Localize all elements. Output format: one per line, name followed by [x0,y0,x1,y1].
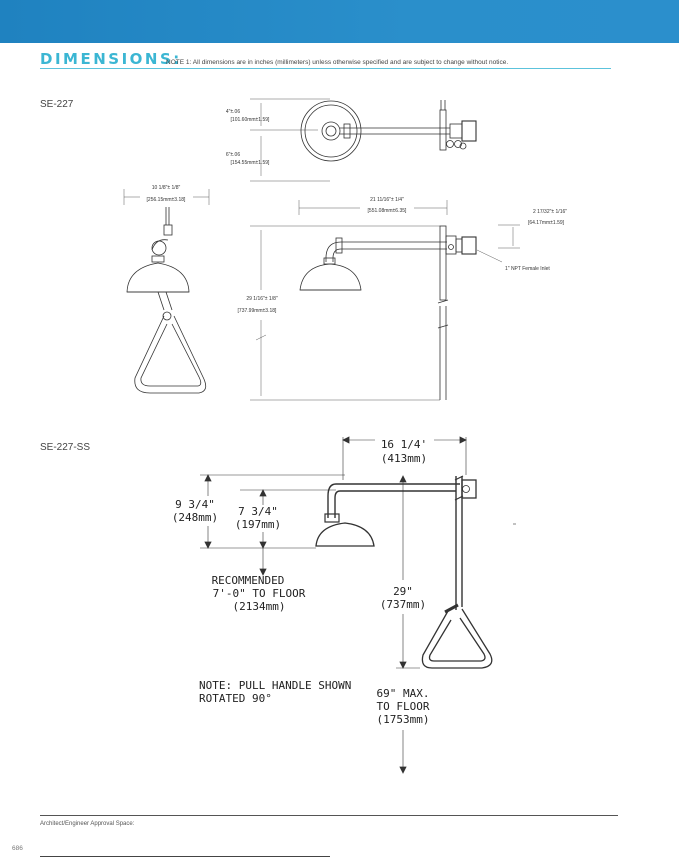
dim-arm-length: 21 11/16"± 1/4" [370,197,404,203]
header-bar [0,0,679,43]
dim-inlet-note: 1" NPT Female Inlet [505,266,550,272]
model-label-se-227-ss: SE-227-SS [40,442,91,453]
ss-recommended-line-3: (2134mm) [233,600,286,613]
dim-offset-mm: [64.17mm±1.59] [528,220,565,226]
section-note: NOTE 1: All dimensions are in inches (mi… [166,59,509,66]
ss-note-line-1: NOTE: PULL HANDLE SHOWN [199,679,351,692]
dim-top-upper-mm: [101.60mm±1.59] [231,117,270,123]
title-divider [40,68,611,69]
ss-dim-arm: 16 1/4' [381,438,427,451]
approval-divider [40,815,618,816]
ss-note-line-2: ROTATED 90° [199,692,272,705]
dim-side-width-mm: [256.15mm±3.18] [147,197,186,203]
se-227-ss-drawing [200,436,516,774]
ss-max-line-1: 69" MAX. [377,687,430,700]
dim-side-width: 10 1/8"± 1/8" [152,185,181,191]
ss-dim-height: 29" [393,585,413,598]
page-number: 686 [12,845,23,852]
ss-recommended-line-2: 7'-0" TO FLOOR [213,587,306,600]
dim-top-lower-mm: [154.55mm±1.59] [231,160,270,166]
front-view-drawing [250,200,520,401]
dim-height: 29 1/16"± 1/8" [246,296,278,302]
ss-dim-arm-mm: (413mm) [381,452,427,465]
dim-arm-length-mm: [551.08mm±6.35] [368,208,407,214]
section-title: DIMENSIONS: [40,50,182,68]
model-label-se-227: SE-227 [40,99,74,110]
ss-dim-drop-outer-mm: (248mm) [172,511,218,524]
dim-height-mm: [737.99mm±3.18] [238,308,277,314]
ss-max-line-3: (1753mm) [377,713,430,726]
bottom-divider [40,856,330,857]
ss-dim-drop-inner: 7 3/4" [238,505,278,518]
ss-dim-height-mm: (737mm) [380,598,426,611]
side-view-drawing [123,189,210,394]
dim-offset: 2 17/32"± 1/16" [533,209,567,215]
ss-max-line-2: TO FLOOR [377,700,430,713]
dim-top-upper: 4"±.06 [226,109,240,115]
dim-top-lower: 6"±.06 [226,152,240,158]
ss-dim-drop-outer: 9 3/4" [175,498,215,511]
approval-label: Architect/Engineer Approval Space: [40,821,135,827]
ss-recommended-line-1: RECOMMENDED [212,574,285,587]
ss-dim-drop-inner-mm: (197mm) [235,518,281,531]
top-view-drawing [250,98,477,182]
